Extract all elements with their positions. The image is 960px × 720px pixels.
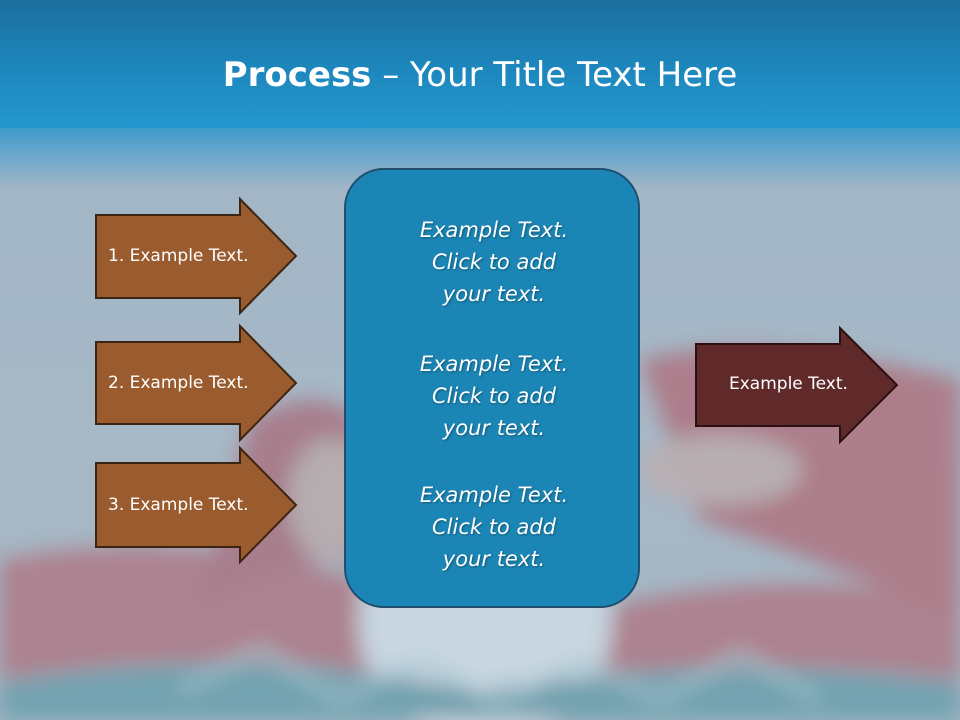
center-text-line: your text. — [442, 547, 546, 571]
left-arrow-3-label: 3. Example Text. — [108, 495, 249, 515]
center-text-line: Example Text. — [419, 352, 569, 376]
center-text-line: Example Text. — [419, 218, 569, 242]
center-text-line: Click to add — [431, 250, 556, 274]
right-arrow[interactable] — [695, 325, 899, 445]
center-text-line: your text. — [442, 282, 546, 306]
center-text-block-1: Example Text. Click to add your text. — [346, 214, 642, 310]
left-arrow-1-label: 1. Example Text. — [108, 246, 249, 266]
center-text-line: Click to add — [431, 515, 556, 539]
center-text-box[interactable]: Example Text. Click to add your text. Ex… — [344, 168, 640, 608]
slide-title-rest: – Your Title Text Here — [371, 55, 738, 95]
center-text-line: Click to add — [431, 384, 556, 408]
left-arrow-2-label: 2. Example Text. — [108, 373, 249, 393]
right-arrow-label: Example Text. — [729, 374, 848, 394]
left-arrow-2[interactable] — [95, 323, 298, 443]
center-text-block-2: Example Text. Click to add your text. — [346, 348, 642, 444]
center-text-block-3: Example Text. Click to add your text. — [346, 479, 642, 575]
left-arrow-3[interactable] — [95, 445, 298, 565]
left-arrow-1[interactable] — [95, 196, 298, 316]
slide-title[interactable]: Process – Your Title Text Here — [0, 52, 960, 98]
title-bar — [0, 0, 960, 128]
center-text-line: Example Text. — [419, 483, 569, 507]
slide-title-bold: Process — [222, 55, 372, 95]
center-text-line: your text. — [442, 416, 546, 440]
